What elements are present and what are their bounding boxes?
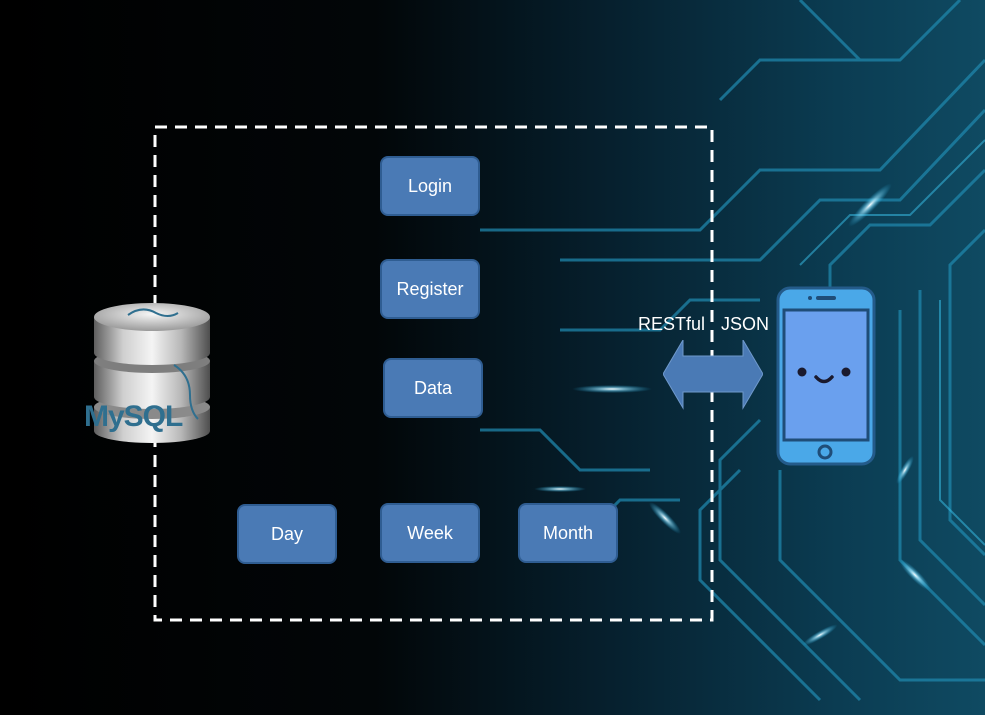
- double-arrow-icon: [663, 340, 763, 410]
- json-label: JSON: [721, 314, 770, 334]
- smartphone-icon: [776, 286, 876, 466]
- week-box: Week: [380, 503, 480, 563]
- mysql-logo-text: MySQL: [84, 400, 183, 433]
- month-box: Month: [518, 503, 618, 563]
- database-icon: MySQL: [84, 303, 210, 443]
- data-box: Data: [383, 358, 483, 418]
- restful-label: RESTful: [638, 314, 706, 334]
- register-box: Register: [380, 259, 480, 319]
- login-box: Login: [380, 156, 480, 216]
- day-box: Day: [237, 504, 337, 564]
